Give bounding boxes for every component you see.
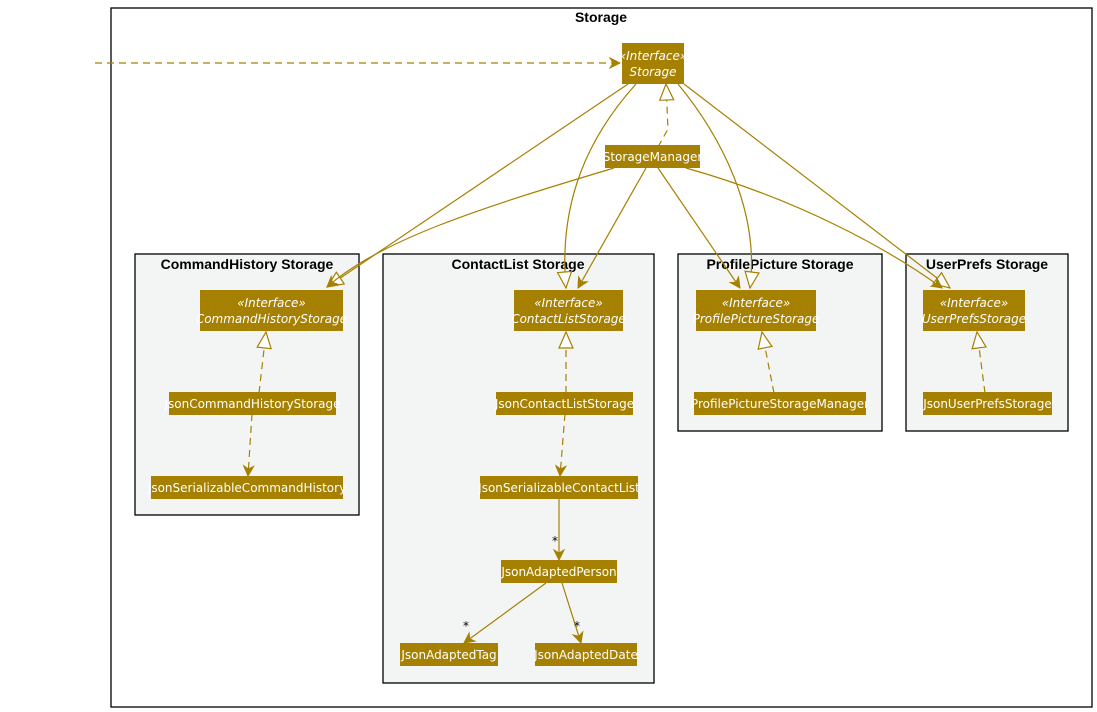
- multiplicity-person: *: [552, 534, 558, 548]
- command-history-package-title: CommandHistory Storage: [161, 256, 334, 272]
- user-prefs-storage-name: UserPrefsStorage: [922, 312, 1026, 326]
- profile-picture-storage-manager-name: ProfilePictureStorageManager: [691, 397, 869, 411]
- json-serializable-contact-list-name: JsonSerializableContactList: [477, 481, 640, 495]
- json-contact-list-storage-name: JsonContactListStorage: [494, 397, 634, 411]
- edge-storage-to-profilepicturestorage: [677, 83, 752, 288]
- edge-storagemanager-to-profilepicturestorage: [657, 167, 740, 288]
- edge-storage-to-userprefsstorage: [683, 83, 950, 288]
- class-json-serializable-contact-list[interactable]: JsonSerializableContactList: [477, 476, 640, 499]
- edge-storage-to-contactliststorage: [565, 83, 637, 288]
- user-prefs-storage-stereotype: «Interface»: [940, 296, 1009, 310]
- edge-profilepicturemanager-realizes: [762, 332, 775, 394]
- json-user-prefs-storage-name: JsonUserPrefsStorage: [922, 397, 1052, 411]
- class-storage-manager[interactable]: StorageManager: [603, 145, 703, 168]
- contact-list-package-title: ContactList Storage: [451, 256, 584, 272]
- edge-jsoncommandhistory-realizes: [259, 332, 266, 394]
- class-contact-list-storage[interactable]: «Interface» ContactListStorage: [511, 290, 626, 331]
- class-json-command-history-storage[interactable]: JsonCommandHistoryStorage: [163, 392, 341, 415]
- edge-person-to-date: [561, 582, 581, 643]
- class-command-history-storage[interactable]: «Interface» CommandHistoryStorage: [196, 290, 347, 331]
- storage-package-title: Storage: [575, 9, 627, 25]
- storage-stereotype: «Interface»: [619, 49, 688, 63]
- edge-storagemanager-to-userprefsstorage: [685, 167, 942, 288]
- json-adapted-person-name: JsonAdaptedPerson: [500, 565, 616, 579]
- class-json-adapted-person[interactable]: JsonAdaptedPerson: [500, 560, 617, 583]
- storage-manager-name: StorageManager: [603, 150, 703, 164]
- edge-storagemanager-to-contactliststorage: [578, 167, 647, 288]
- edge-jsoncommandhistory-to-serializable: [248, 413, 252, 476]
- edge-jsoncontactlist-to-serializable: [560, 413, 565, 476]
- class-json-user-prefs-storage[interactable]: JsonUserPrefsStorage: [922, 392, 1052, 415]
- user-prefs-package-title: UserPrefs Storage: [926, 256, 1048, 272]
- class-json-contact-list-storage[interactable]: JsonContactListStorage: [494, 392, 634, 415]
- profile-picture-package-title: ProfilePicture Storage: [706, 256, 853, 272]
- class-json-serializable-command-history[interactable]: JsonSerializableCommandHistory: [147, 476, 346, 499]
- edge-person-to-tag: [464, 582, 547, 643]
- multiplicity-date: *: [574, 619, 580, 633]
- class-profile-picture-storage-manager[interactable]: ProfilePictureStorageManager: [691, 392, 869, 415]
- class-user-prefs-storage[interactable]: «Interface» UserPrefsStorage: [922, 290, 1026, 331]
- contact-list-storage-stereotype: «Interface»: [534, 296, 603, 310]
- contact-list-storage-name: ContactListStorage: [511, 312, 626, 326]
- json-adapted-date-name: JsonAdaptedDate: [533, 648, 638, 662]
- json-serializable-command-history-name: JsonSerializableCommandHistory: [147, 481, 346, 495]
- command-history-storage-name: CommandHistoryStorage: [196, 312, 347, 326]
- edge-jsonuserprefs-realizes: [977, 332, 985, 394]
- json-command-history-storage-name: JsonCommandHistoryStorage: [163, 397, 340, 411]
- edge-storagemanager-realizes-storage: [657, 84, 668, 148]
- class-json-adapted-tag[interactable]: JsonAdaptedTag: [400, 643, 498, 666]
- class-json-adapted-date[interactable]: JsonAdaptedDate: [533, 643, 638, 666]
- multiplicity-tag: *: [463, 619, 469, 633]
- edge-storagemanager-to-commandhistorystorage: [327, 167, 615, 287]
- profile-picture-storage-stereotype: «Interface»: [722, 296, 791, 310]
- command-history-storage-stereotype: «Interface»: [237, 296, 306, 310]
- profile-picture-storage-name: ProfilePictureStorage: [693, 312, 820, 326]
- storage-name: Storage: [630, 65, 677, 79]
- edges: [95, 63, 985, 643]
- class-profile-picture-storage[interactable]: «Interface» ProfilePictureStorage: [693, 290, 820, 331]
- class-storage[interactable]: «Interface» Storage: [619, 43, 688, 84]
- json-adapted-tag-name: JsonAdaptedTag: [400, 648, 496, 662]
